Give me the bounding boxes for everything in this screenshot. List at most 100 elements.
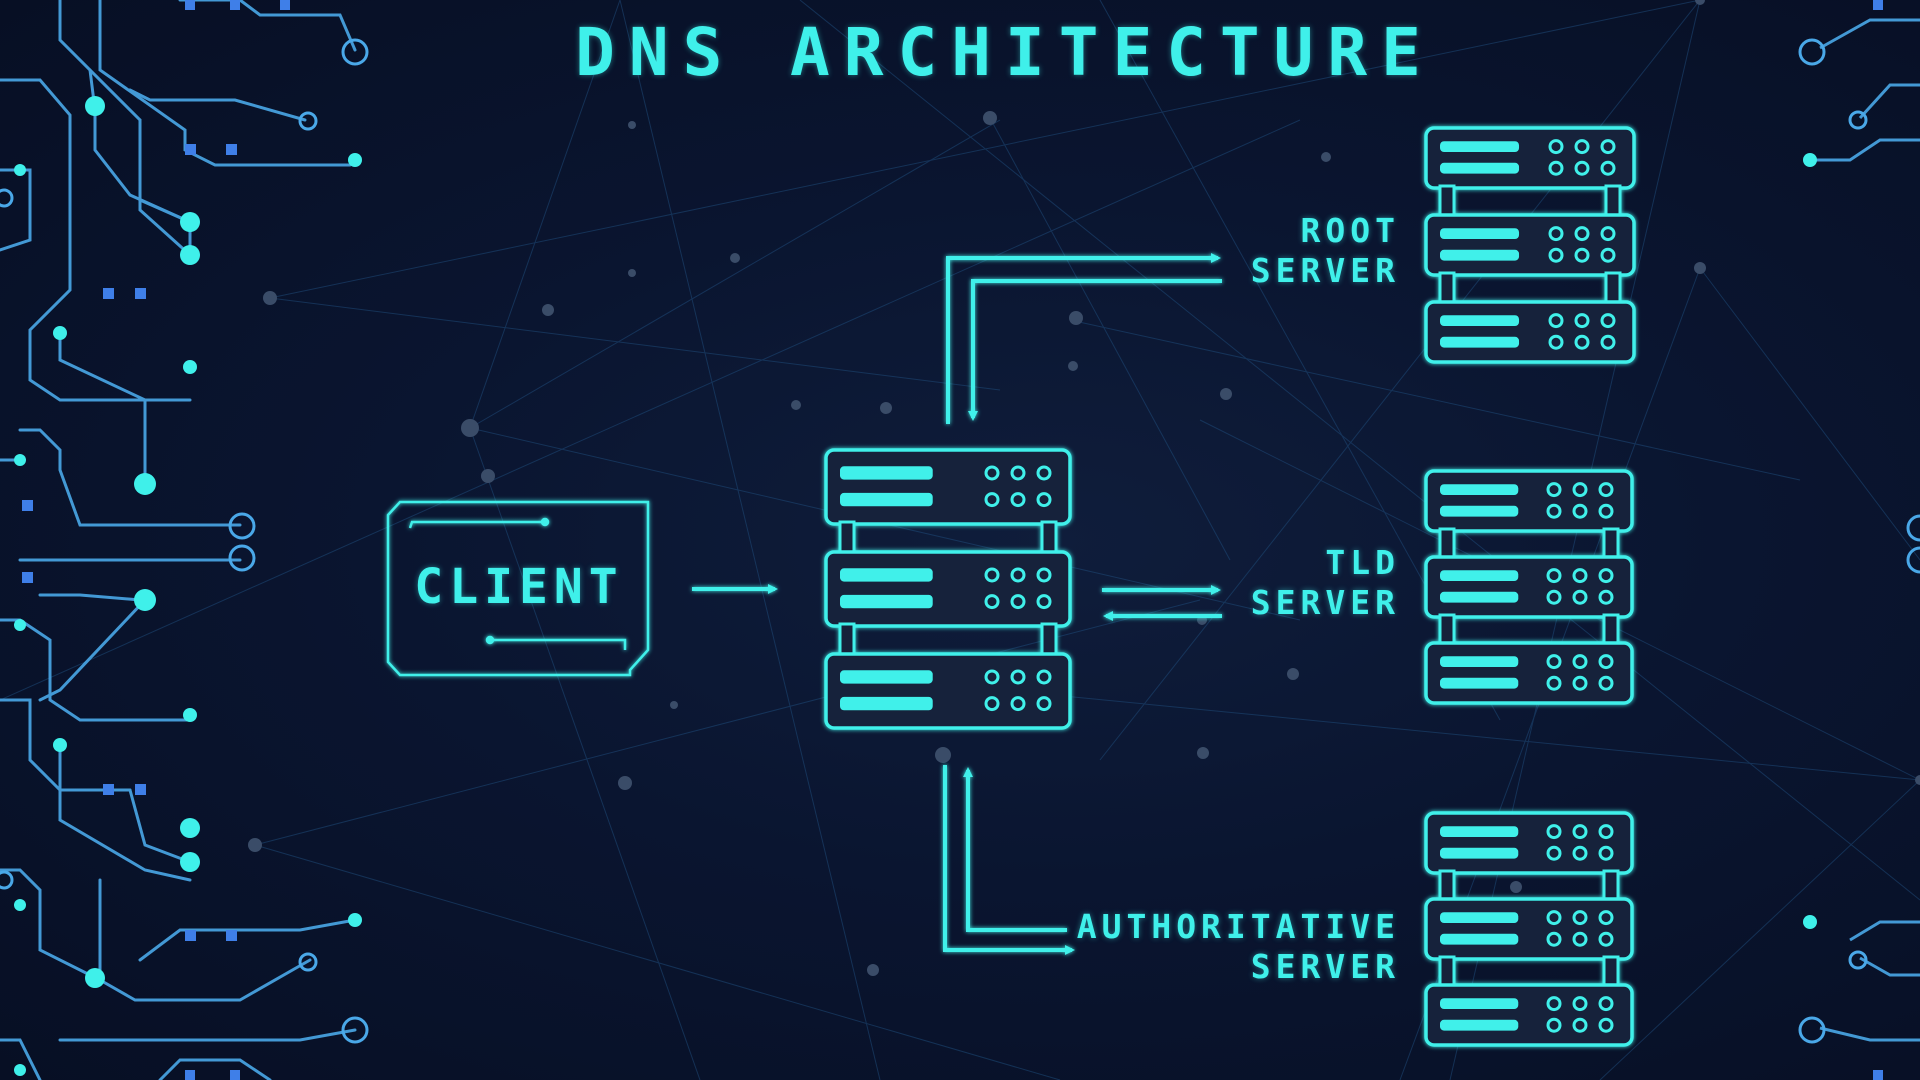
rack-indicator-light (1598, 910, 1614, 926)
rack-indicator-light (1600, 313, 1616, 329)
rack-indicator-light (1548, 139, 1564, 155)
rack-indicator-light (1574, 313, 1590, 329)
authoritative-server-label-line1: AUTHORITATIVE (1076, 907, 1400, 946)
rack-indicator-light (1572, 589, 1588, 605)
rack-drive-bar (840, 568, 933, 582)
rack-indicator-light (1574, 160, 1590, 176)
rack-connector (1438, 869, 1456, 903)
rack-indicator-light (1598, 654, 1614, 670)
rack-drive-bar (1440, 484, 1519, 495)
rack-connector (1602, 955, 1620, 989)
rack-connector (1602, 613, 1620, 647)
rack-unit (1424, 983, 1634, 1047)
rack-indicator-light (984, 669, 1000, 685)
rack-indicator-light (1010, 669, 1026, 685)
rack-indicator-light (984, 567, 1000, 583)
rack-indicator-light (1010, 492, 1026, 508)
rack-indicator-light (1548, 334, 1564, 350)
rack-connector (1604, 184, 1622, 219)
rack-indicator-light (1598, 568, 1614, 584)
resolver-server-icon (824, 448, 1072, 730)
left-circuit-board (0, 0, 357, 1080)
rack-indicator-light (1548, 226, 1564, 242)
rack-unit (1424, 126, 1636, 190)
authoritative-server-label: AUTHORITATIVE SERVER (1077, 907, 1400, 987)
rack-indicator-light (1574, 226, 1590, 242)
right-circuit-nodes (1803, 153, 1817, 929)
rack-indicator-light (1546, 589, 1562, 605)
rack-indicator-light (1572, 503, 1588, 519)
rack-indicator-light (1546, 675, 1562, 691)
left-circuit-rings (0, 38, 369, 1044)
rack-indicator-light (1546, 503, 1562, 519)
tld-server-icon (1424, 469, 1634, 705)
rack-drive-bar (840, 594, 933, 609)
rack-drive-bar (840, 492, 933, 507)
rack-connector (838, 520, 856, 556)
rack-indicator-light (1600, 247, 1616, 263)
rack-indicator-light (1036, 669, 1052, 685)
rack-indicator-light (984, 492, 1000, 508)
rack-drive-bar (840, 466, 933, 480)
rack-unit (824, 550, 1072, 628)
rack-indicator-light (1598, 675, 1614, 691)
rack-indicator-light (1548, 247, 1564, 263)
rack-connector (1602, 527, 1620, 561)
root-server-label-line2: SERVER (1250, 251, 1400, 290)
rack-indicator-light (1546, 931, 1562, 947)
tld-server-label-line1: TLD (1325, 543, 1400, 582)
rack-indicator-light (1572, 910, 1588, 926)
left-circuit-nodes (14, 96, 362, 1076)
rack-indicator-light (1548, 313, 1564, 329)
rack-indicator-light (1574, 334, 1590, 350)
rack-indicator-light (1036, 492, 1052, 508)
rack-indicator-light (1598, 845, 1614, 861)
rack-indicator-light (1036, 696, 1052, 712)
rack-drive-bar (1440, 505, 1519, 517)
rack-connector (1438, 955, 1456, 989)
rack-indicator-light (1548, 160, 1564, 176)
rack-indicator-light (1010, 696, 1026, 712)
rack-indicator-light (1600, 139, 1616, 155)
rack-indicator-light (984, 594, 1000, 610)
rack-drive-bar (1440, 315, 1520, 326)
rack-connector (1604, 271, 1622, 306)
rack-indicator-light (1546, 824, 1562, 840)
rack-unit (1424, 641, 1634, 705)
rack-connector (1438, 613, 1456, 647)
rack-drive-bar (840, 670, 933, 684)
rack-drive-bar (1440, 998, 1519, 1009)
rack-drive-bar (1440, 249, 1520, 261)
tld-server-label: TLD SERVER (1251, 543, 1400, 623)
rack-drive-bar (1440, 656, 1519, 667)
authoritative-to-resolver-arrow (963, 767, 1067, 932)
rack-drive-bar (1440, 933, 1519, 945)
rack-drive-bar (1440, 591, 1519, 603)
right-circuit-pads (1873, 0, 1883, 1080)
rack-indicator-light (1572, 824, 1588, 840)
rack-indicator-light (1546, 1017, 1562, 1033)
flow-arrows (692, 253, 1222, 955)
rack-indicator-light (1574, 247, 1590, 263)
rack-drive-bar (1440, 847, 1519, 859)
rack-indicator-light (1036, 594, 1052, 610)
rack-indicator-light (1572, 675, 1588, 691)
rack-drive-bar (840, 696, 933, 711)
rack-indicator-light (1600, 160, 1616, 176)
network-mesh-nodes (248, 0, 1920, 976)
root-to-resolver-arrow (968, 279, 1222, 421)
rack-indicator-light (1546, 654, 1562, 670)
rack-connector (1438, 184, 1456, 219)
rack-unit (1424, 469, 1634, 533)
resolver-to-authoritative-arrow (943, 765, 1075, 955)
rack-drive-bar (1440, 162, 1520, 174)
rack-indicator-light (1600, 226, 1616, 242)
resolver-to-root-arrow (946, 253, 1221, 424)
rack-indicator-light (1598, 824, 1614, 840)
rack-indicator-light (1572, 931, 1588, 947)
rack-indicator-light (1574, 139, 1590, 155)
root-server-icon (1424, 126, 1636, 364)
